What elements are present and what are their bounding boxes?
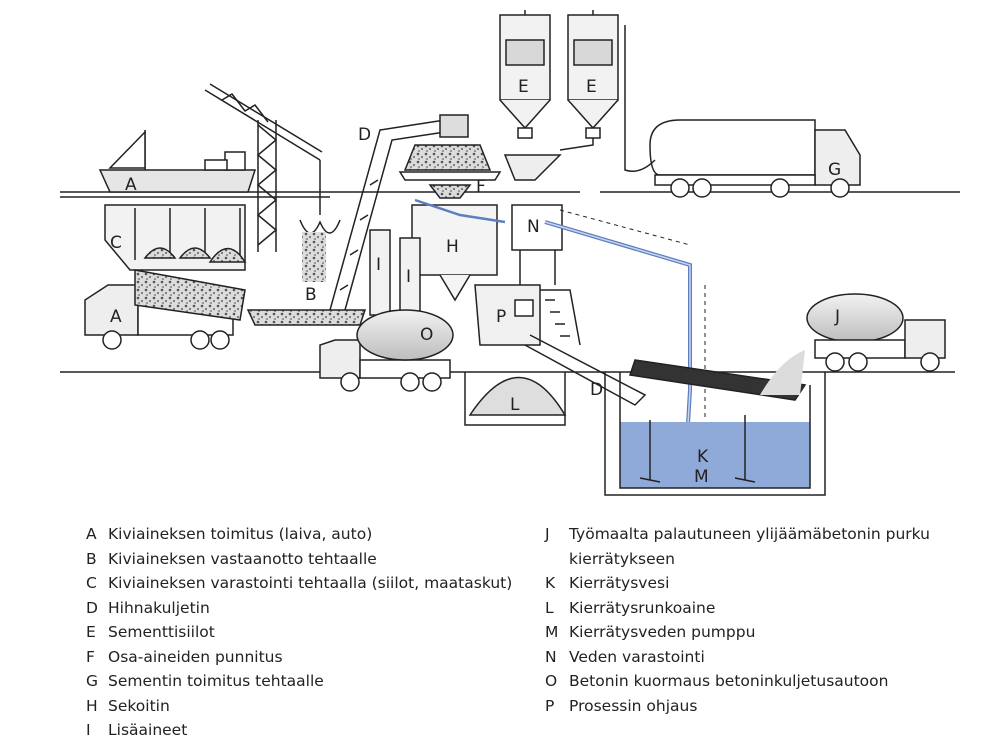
legend-item: B Kiviaineksen vastaanotto tehtaalle bbox=[86, 547, 526, 572]
legend-item: C Kiviaineksen varastointi tehtaalla (sii… bbox=[86, 571, 526, 596]
legend-item: P Prosessin ohjaus bbox=[545, 694, 985, 719]
label-i1: I bbox=[376, 255, 381, 275]
legend-item: G Sementin toimitus tehtaalle bbox=[86, 669, 526, 694]
legend-text: Lisäaineet bbox=[108, 721, 188, 739]
legend-key: L bbox=[545, 598, 554, 617]
label-n: N bbox=[527, 217, 540, 237]
legend-key: N bbox=[545, 647, 557, 666]
legend-key: P bbox=[545, 696, 555, 715]
legend-item: J Työmaalta palautuneen ylijäämäbetonin p… bbox=[545, 522, 985, 571]
falling-aggregate bbox=[302, 232, 326, 282]
legend-text: Kierrätysvesi bbox=[569, 574, 670, 592]
legend-key: D bbox=[86, 598, 98, 617]
label-a-truck: A bbox=[110, 307, 122, 327]
legend-key: J bbox=[545, 525, 550, 543]
flow-arrows bbox=[559, 209, 706, 420]
concrete-plant-diagram: A C A B D bbox=[60, 10, 960, 496]
legend-text: Kiviaineksen varastointi tehtaalla (siil… bbox=[108, 574, 513, 592]
mixer-truck-loading bbox=[319, 309, 454, 392]
legend-text: Kiviaineksen toimitus (laiva, auto) bbox=[108, 525, 373, 543]
legend-key: G bbox=[86, 672, 99, 690]
legend-key: O bbox=[545, 672, 558, 690]
legend-text: Betonin kuormaus betoninkuljetusautoon bbox=[569, 672, 889, 690]
dump-truck bbox=[84, 269, 246, 350]
label-l: L bbox=[510, 395, 520, 415]
label-h: H bbox=[446, 237, 459, 257]
legend-right: J Työmaalta palautuneen ylijäämäbetonin p… bbox=[545, 522, 985, 718]
recycled-aggregate-pit bbox=[464, 372, 567, 426]
legend-item: E Sementtisiilot bbox=[86, 620, 526, 645]
legend-key: K bbox=[545, 574, 556, 592]
label-d-bottom: D bbox=[590, 380, 603, 400]
crane bbox=[204, 83, 341, 252]
belt-conveyor-lower bbox=[524, 334, 647, 406]
legend-item: A Kiviaineksen toimitus (laiva, auto) bbox=[86, 522, 526, 547]
label-k: K bbox=[697, 447, 709, 467]
label-p: P bbox=[496, 307, 506, 327]
label-f: F bbox=[476, 177, 486, 197]
cement-silos bbox=[499, 10, 619, 151]
legend-item: D Hihnakuljetin bbox=[86, 596, 526, 621]
cement-tanker bbox=[624, 25, 861, 198]
legend-text: Kiviaineksen vastaanotto tehtaalle bbox=[108, 549, 377, 568]
storage-bins bbox=[104, 204, 247, 271]
ship bbox=[98, 130, 257, 193]
legend-key: I bbox=[86, 721, 91, 739]
legend-left: A Kiviaineksen toimitus (laiva, auto) B Ki… bbox=[86, 522, 526, 743]
legend-item: I Lisäaineet bbox=[86, 718, 526, 743]
aggregate-bin bbox=[403, 144, 492, 171]
mixer-truck-returning bbox=[760, 293, 946, 395]
legend-text: Veden varastointi bbox=[569, 647, 705, 666]
legend-key: A bbox=[86, 525, 97, 543]
legend-item: M Kierrätysveden pumppu bbox=[545, 620, 985, 645]
legend-text: Työmaalta palautuneen ylijäämäbetonin pu… bbox=[569, 525, 930, 568]
label-c: C bbox=[110, 233, 122, 253]
legend-key: C bbox=[86, 574, 97, 592]
legend-item: H Sekoitin bbox=[86, 694, 526, 719]
legend-key: M bbox=[545, 623, 559, 641]
legend-text: Sementtisiilot bbox=[108, 623, 215, 641]
label-e1: E bbox=[518, 77, 529, 97]
legend-text: Sementin toimitus tehtaalle bbox=[108, 672, 324, 690]
label-g: G bbox=[828, 160, 841, 180]
legend-item: K Kierrätysvesi bbox=[545, 571, 985, 596]
legend-key: E bbox=[86, 623, 96, 641]
legend-text: Hihnakuljetin bbox=[108, 598, 210, 617]
reception-hopper bbox=[246, 309, 367, 326]
label-m: M bbox=[694, 467, 709, 487]
legend-text: Kierrätysveden pumppu bbox=[569, 623, 756, 641]
label-d-top: D bbox=[358, 125, 371, 145]
label-i2: I bbox=[406, 267, 411, 287]
legend-text: Kierrätysrunkoaine bbox=[569, 598, 716, 617]
legend-text: Prosessin ohjaus bbox=[569, 696, 698, 715]
aggregate-bin-base bbox=[398, 171, 502, 181]
legend-text: Osa-aineiden punnitus bbox=[108, 647, 283, 666]
control-room bbox=[474, 284, 581, 346]
legend-key: H bbox=[86, 696, 98, 715]
mixer bbox=[411, 198, 506, 302]
water-tank bbox=[511, 204, 563, 285]
label-o: O bbox=[420, 325, 433, 345]
belt-conveyor-upper bbox=[329, 114, 469, 311]
legend-text: Sekoitin bbox=[108, 696, 170, 715]
label-j: J bbox=[834, 307, 840, 327]
recycling-basin bbox=[604, 359, 826, 496]
label-e2: E bbox=[586, 77, 597, 97]
weighing-hoppers bbox=[428, 154, 562, 199]
legend-item: L Kierrätysrunkoaine bbox=[545, 596, 985, 621]
legend-item: O Betonin kuormaus betoninkuljetusautoon bbox=[545, 669, 985, 694]
legend-item: N Veden varastointi bbox=[545, 645, 985, 670]
legend-key: B bbox=[86, 549, 97, 568]
legend-key: F bbox=[86, 647, 95, 666]
label-b: B bbox=[305, 285, 317, 305]
label-a-ship: A bbox=[125, 175, 137, 195]
legend-item: F Osa-aineiden punnitus bbox=[86, 645, 526, 670]
